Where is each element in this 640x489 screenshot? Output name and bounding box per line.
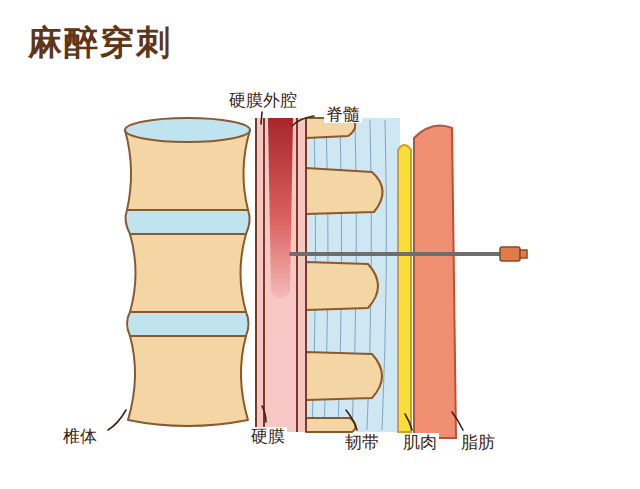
part-label: 韧带 — [343, 433, 381, 452]
part-label: 硬膜 — [249, 427, 287, 446]
puncture-needle — [291, 247, 527, 261]
diagram-title: 麻醉穿刺 — [28, 20, 172, 66]
fat-layer — [414, 126, 456, 438]
part-label: 硬膜外腔 — [227, 91, 299, 110]
leader-lines — [108, 112, 463, 430]
part-label: 脂肪 — [459, 433, 497, 452]
dura-and-canal — [256, 118, 306, 432]
spinous-processes — [306, 118, 383, 432]
muscle-layer — [398, 145, 411, 432]
ligament-region — [306, 118, 400, 432]
part-label: 肌肉 — [401, 433, 439, 452]
vertebral-bodies — [125, 118, 250, 426]
part-label: 椎体 — [61, 427, 99, 446]
part-label: 脊髓 — [324, 105, 362, 124]
